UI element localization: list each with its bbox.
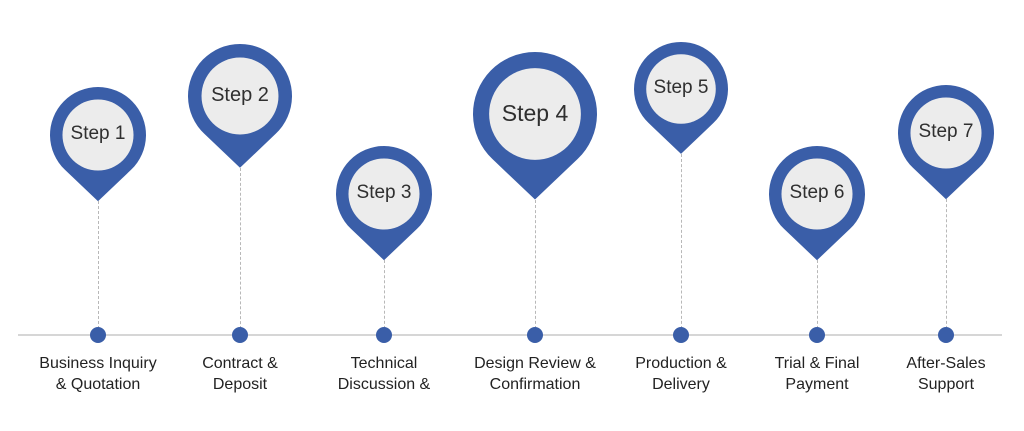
pin-inner-circle — [348, 158, 420, 230]
pin-shape — [769, 146, 865, 261]
step-caption-line-1: Contract & — [202, 355, 278, 372]
step-connector — [239, 167, 241, 334]
pin-inner-circle — [781, 158, 853, 230]
pin-inner-circle — [646, 54, 716, 124]
step-connector — [680, 153, 682, 334]
timeline-dot — [376, 327, 392, 343]
step-caption: Design Review & Confirmation — [465, 353, 605, 395]
timeline-dot — [673, 327, 689, 343]
step-label: Step 7 — [918, 121, 974, 143]
step-label: Step 6 — [789, 182, 845, 204]
step-connector — [945, 199, 947, 334]
pin-inner-circle — [62, 99, 134, 171]
step-caption: Contract & Deposit — [170, 353, 310, 395]
map-pin-icon: Step 1 — [50, 87, 146, 202]
pin-shape — [188, 44, 292, 168]
timeline-dot — [90, 327, 106, 343]
timeline-dot — [938, 327, 954, 343]
map-pin-icon: Step 4 — [473, 51, 597, 200]
map-pin-icon: Step 5 — [634, 41, 728, 154]
step-caption-line-1: Business Inquiry — [39, 355, 157, 372]
step-caption: Business Inquiry & Quotation — [28, 353, 168, 395]
step-caption-line-2: Support — [917, 376, 975, 393]
map-pin-icon: Step 2 — [188, 44, 292, 168]
step-caption-line-1: Trial & Final — [774, 355, 860, 372]
pin-inner-circle — [910, 97, 982, 169]
timeline-baseline — [18, 334, 1002, 336]
pin-shape — [50, 87, 146, 202]
pin-inner-circle — [489, 68, 581, 160]
pin-shape — [473, 51, 597, 200]
step-label: Step 5 — [653, 77, 709, 99]
step-caption-line-2: & Quotation — [55, 376, 141, 393]
step-connector — [534, 199, 536, 334]
step-connector — [97, 201, 99, 334]
pin-shape — [898, 85, 994, 200]
timeline-dot — [809, 327, 825, 343]
step-label: Step 3 — [356, 182, 412, 204]
step-caption-line-2: Discussion & — [337, 376, 431, 393]
pin-shape — [336, 146, 432, 261]
step-label: Step 2 — [211, 83, 269, 106]
step-caption-line-2: Deposit — [212, 376, 268, 393]
step-label: Step 1 — [70, 123, 126, 145]
step-caption-line-1: After-Sales — [906, 355, 986, 372]
step-connector — [383, 260, 385, 334]
map-pin-icon: Step 7 — [898, 85, 994, 200]
map-pin-icon: Step 3 — [336, 146, 432, 261]
step-connector — [816, 260, 818, 334]
step-caption-line-2: Delivery — [652, 376, 710, 393]
step-caption-line-2: Payment — [785, 376, 849, 393]
step-label: Step 4 — [501, 99, 569, 126]
step-caption-line-1: Technical — [350, 355, 418, 372]
step-caption: Production & Delivery — [611, 353, 751, 395]
step-caption-line-1: Production & — [635, 355, 727, 372]
timeline-dot — [527, 327, 543, 343]
step-caption-line-2: Confirmation — [489, 376, 581, 393]
pin-shape — [634, 41, 728, 154]
map-pin-icon: Step 6 — [769, 146, 865, 261]
pin-inner-circle — [201, 57, 279, 135]
timeline-dot — [232, 327, 248, 343]
step-caption-line-1: Design Review & — [474, 355, 596, 372]
